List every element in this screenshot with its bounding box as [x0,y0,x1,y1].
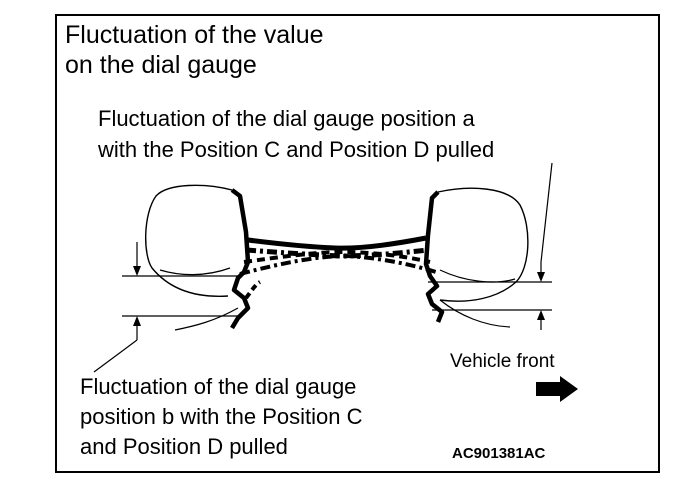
figure-title: Fluctuation of the value on the dial gau… [65,20,324,80]
callout-b-line-1: Fluctuation of the dial gauge [80,374,357,399]
callout-a-line-1: Fluctuation of the dial gauge position a [98,106,475,131]
callout-position-b: Fluctuation of the dial gauge position b… [80,372,363,462]
dim-a-arrowhead-top [537,272,545,282]
axle-beam-dashed-1 [245,247,429,259]
callout-position-a: Fluctuation of the dial gauge position a… [98,103,494,165]
right-knuckle [423,190,445,323]
right-tire-lower-line [439,299,511,328]
title-line-1: Fluctuation of the value [65,21,324,49]
leader-a-line [540,162,553,263]
left-wheel-outline [144,184,233,297]
right-tire-inner-line [439,269,516,283]
arrow-right-icon [536,376,578,402]
left-tire-inner-line [159,267,231,276]
dim-b-arrowhead-bottom [133,316,141,326]
vehicle-front-label: Vehicle front [450,351,555,372]
right-wheel-outline [437,187,529,302]
dim-a-arrowhead-bottom [537,310,545,320]
axle-beam-dashed-lower [244,280,262,300]
figure-frame [55,14,660,473]
callout-a-line-2: with the Position C and Position D pulle… [98,137,495,162]
callout-b-line-2: position b with the Position C [80,404,363,429]
dim-b-arrowhead-top [133,266,141,276]
axle-beam-dashed-3 [239,253,437,276]
figure-code: AC901381AC [452,445,546,462]
axle-beam-upper [247,235,427,251]
leader-b-line [93,339,138,373]
title-line-2: on the dial gauge [65,51,257,79]
callout-b-line-3: and Position D pulled [80,434,288,459]
left-knuckle [230,188,251,330]
left-tire-lower-line [174,307,239,331]
axle-beam-dashed-2 [243,249,431,264]
